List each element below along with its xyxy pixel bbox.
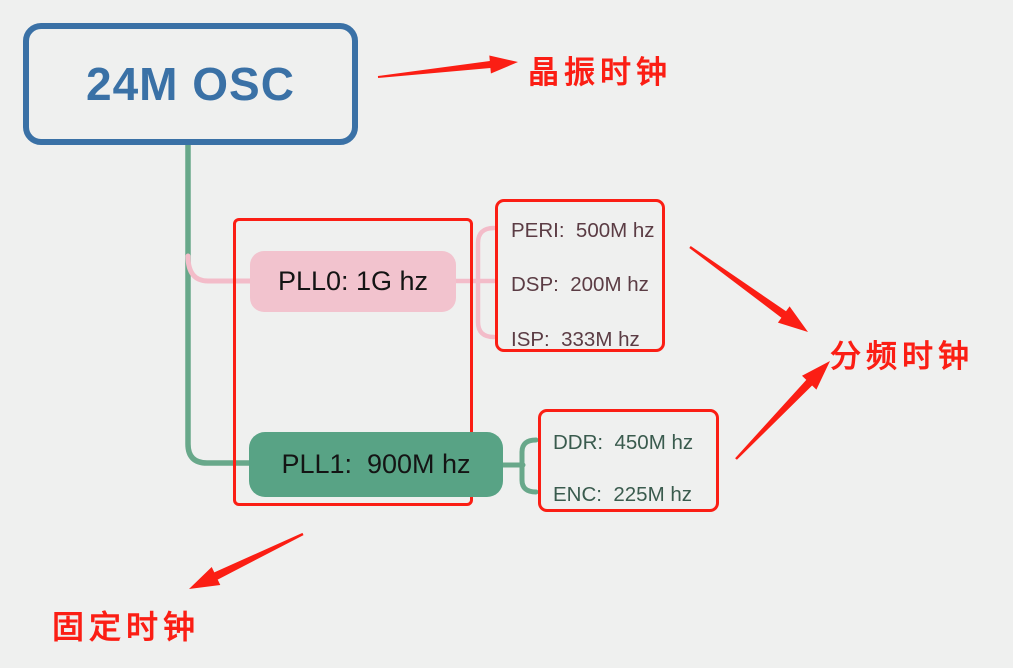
arrow-to-fixed-clock: [189, 532, 304, 589]
child-topic-peri[interactable]: PERI: 500M hz: [511, 219, 655, 242]
child-topic-isp[interactable]: ISP: 333M hz: [511, 328, 640, 351]
child-topic-dsp[interactable]: DSP: 200M hz: [511, 273, 649, 296]
connector-root-to-pll0: [185, 253, 253, 284]
topic-pll0[interactable]: PLL0: 1G hz: [250, 251, 456, 312]
arrow-to-crystal-clock: [377, 55, 518, 78]
arrow-peri-to-divided-clock: [689, 246, 808, 332]
bracket-pll0-children: [475, 225, 497, 340]
child-topic-ddr[interactable]: DDR: 450M hz: [553, 431, 694, 454]
root-topic-24m-osc[interactable]: 24M OSC: [23, 23, 358, 145]
annotation-fixed-clock: 固定时钟: [52, 609, 201, 645]
topic-pll1-label: PLL1: 900M hz: [281, 449, 471, 479]
annotation-crystal-clock: 晶振时钟: [528, 55, 672, 90]
annotation-box-pll0-children: PERI: 500M hz DSP: 200M hz ISP: 333M hz: [495, 199, 665, 352]
arrow-ddr-to-divided-clock: [735, 361, 830, 460]
annotation-box-pll1-children: DDR: 450M hz ENC: 225M hz: [538, 409, 719, 512]
annotation-divided-clock: 分频时钟: [830, 339, 974, 374]
annotation-box-pll-group: [233, 218, 473, 506]
connector-root-to-pll1: [185, 141, 252, 466]
bracket-pll1-children: [519, 437, 539, 495]
root-topic-label: 24M OSC: [86, 58, 295, 110]
topic-pll1[interactable]: PLL1: 900M hz: [249, 432, 503, 497]
topic-pll0-label: PLL0: 1G hz: [277, 266, 429, 296]
child-topic-enc[interactable]: ENC: 225M hz: [553, 483, 692, 506]
